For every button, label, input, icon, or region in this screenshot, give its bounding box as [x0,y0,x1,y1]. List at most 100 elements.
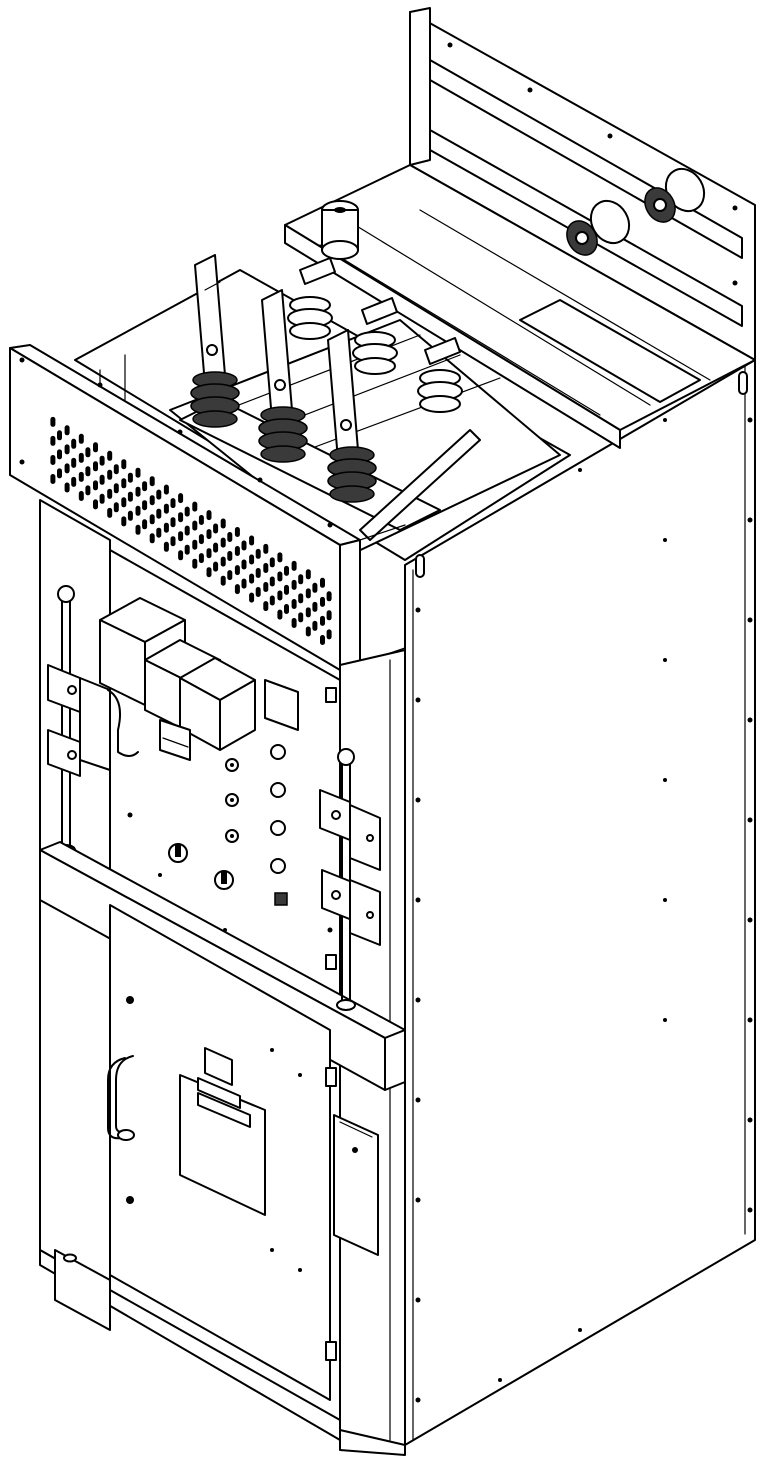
vent-slot [121,497,127,508]
vent-slot [277,552,283,563]
vent-slot [206,567,212,578]
vent-slot [284,584,289,595]
vent-slot [305,569,311,580]
vent-slot [93,480,98,491]
vent-slot [263,543,269,554]
vent-slot [135,505,141,516]
vent-slot [57,449,62,460]
insulator-rear-1 [287,296,333,340]
vent-slot [291,579,297,590]
vent-slot [320,596,325,607]
rear-bushings [321,167,706,260]
vent-slot [255,548,261,559]
vent-slot [312,620,318,631]
vent-slot [320,577,325,588]
vent-slot [249,535,255,546]
vent-slot [234,546,240,556]
inspection-window [179,1047,266,1216]
knob-7 [270,858,286,874]
vent-slot [50,435,56,446]
relay-box-3 [179,657,256,751]
vent-slot [64,482,70,493]
vent-slot [320,635,325,645]
vent-slot [142,500,148,511]
vent-slot [220,518,226,529]
vent-slot [249,573,255,584]
vent-slot [50,474,56,484]
vent-slot [192,539,198,550]
side-slot-lower [415,554,425,578]
vent-slot [326,610,332,621]
vent-slot [78,433,84,444]
side-label-plate [333,1114,379,1256]
vent-slot [78,452,84,463]
vent-slot [255,568,261,578]
selector-switch-1 [168,843,188,863]
vent-slot [113,502,119,513]
vent-slot [184,544,190,555]
vent-slot [298,574,304,585]
knob-2 [225,793,239,807]
vent-slot [269,595,275,606]
vent-slot [277,609,283,620]
vent-slot [312,582,318,593]
vent-slot [192,558,198,569]
vent-slot-grid [50,416,332,645]
insulator-front-1 [190,371,240,428]
vent-slot [113,483,119,494]
vent-slot [298,593,304,604]
vent-slot [99,493,105,504]
vent-slot [312,601,318,612]
vent-slot [78,491,84,501]
vent-slot [298,612,304,623]
vent-slot [206,510,212,521]
vent-slot [284,604,289,614]
vent-slot [291,618,297,628]
vent-slot [107,469,113,480]
vent-slot [198,515,204,525]
vent-slot [121,478,127,489]
vent-slot [305,626,311,637]
vent-slot [163,503,169,514]
lower-cable-door [107,904,337,1401]
vent-slot [234,565,240,576]
vent-slot [263,582,269,592]
bushing-rear-2 [644,167,706,223]
vent-slot [71,457,77,468]
selector-switch-2 [214,870,234,890]
base-plinth [54,1249,406,1456]
vent-slot [163,522,169,533]
vent-slot [241,559,247,570]
vent-slot [263,601,269,612]
insulator-rear-2 [352,331,398,375]
vent-slot [78,471,84,482]
vent-slot [241,540,247,551]
vent-slot [220,575,226,586]
control-relay-boxes [99,597,256,751]
vent-slot [142,519,148,530]
vent-slot [99,474,105,485]
vent-slot [277,590,283,601]
vent-slot [234,527,240,537]
vent-slot [107,450,113,461]
vent-slot [206,548,212,559]
vent-slot [305,588,311,599]
vent-slot [127,510,133,521]
vent-slot [263,563,269,573]
vent-slot [149,476,155,487]
left-handle-knob [57,585,75,603]
vent-slot [206,529,212,540]
vent-slot [269,557,275,568]
left-operating-mechanism [47,585,139,856]
vent-slot [149,514,155,525]
side-slot-upper [738,371,748,395]
vent-slot [163,541,169,552]
vent-slot [50,416,56,427]
vent-slot [284,565,289,576]
vent-slot [85,466,91,477]
vent-slot [71,438,77,449]
vent-slot [198,553,204,564]
vent-slot [277,571,283,582]
vent-slot [192,520,198,531]
lower-door-handle [107,1055,135,1141]
